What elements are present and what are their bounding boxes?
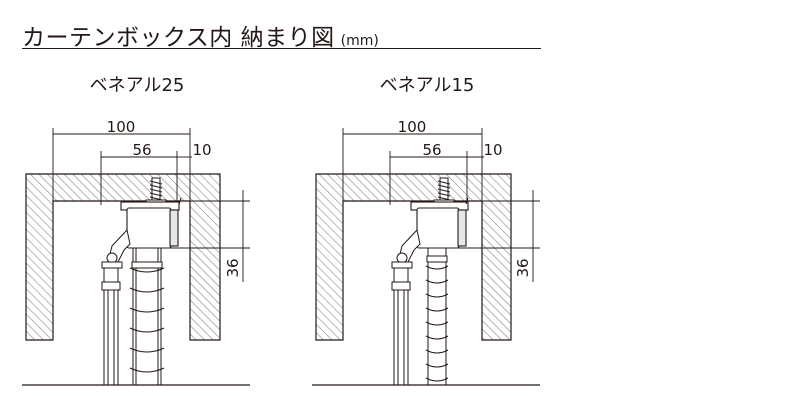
dimension-100-label: 100 xyxy=(398,118,427,136)
dimension-10-label: 10 xyxy=(483,141,502,159)
headrail-bracket xyxy=(410,197,469,249)
dimension-56-label: 56 xyxy=(132,141,151,159)
dimension-100 xyxy=(52,128,191,201)
dimension-36-label: 36 xyxy=(224,258,242,277)
diagram-venetian-15: ベネアル15 100 56 10 36 xyxy=(312,75,540,386)
unit-label: (mm) xyxy=(340,33,379,49)
model-name: ベネアル25 xyxy=(90,75,185,96)
dimension-10-label: 10 xyxy=(192,141,211,159)
dimension-36 xyxy=(458,190,540,282)
tilt-mechanism xyxy=(391,228,421,385)
dimension-36-label: 36 xyxy=(514,258,532,277)
dimension-100 xyxy=(342,128,483,201)
model-name: ベネアル15 xyxy=(380,75,475,96)
dimension-56-label: 56 xyxy=(422,141,441,159)
page-title-block: カーテンボックス内 納まり図 (mm) xyxy=(22,18,379,52)
title-underline xyxy=(22,48,541,49)
dimension-56 xyxy=(100,151,178,205)
slat-stack xyxy=(425,248,449,385)
diagram-venetian-25: ベネアル25 100 56 10 36 xyxy=(22,75,250,386)
dimension-100-label: 100 xyxy=(107,118,136,136)
page-title: カーテンボックス内 納まり図 xyxy=(22,25,335,51)
curtain-box xyxy=(25,173,221,341)
headrail-bracket xyxy=(120,197,182,249)
dimension-56 xyxy=(389,151,468,205)
tilt-mechanism xyxy=(101,228,131,385)
slat-stack xyxy=(129,248,165,385)
